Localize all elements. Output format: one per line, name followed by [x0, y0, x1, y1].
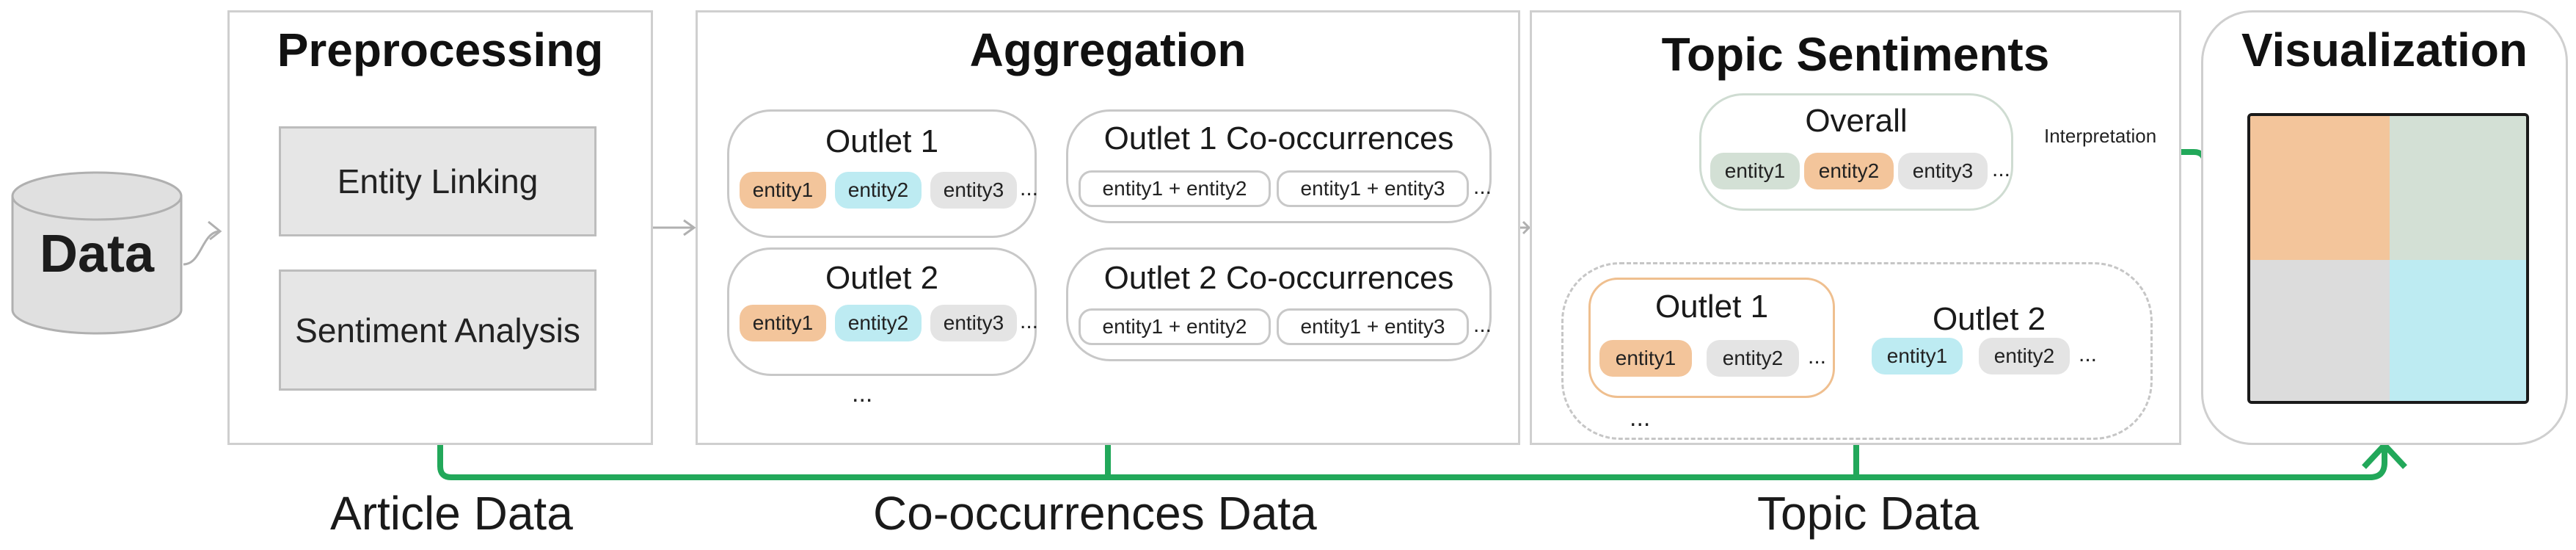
more-outlets-ellipsis: ... [852, 380, 873, 408]
cooccurrences-data-label: Co-occurrences Data [873, 487, 1317, 540]
topic-outlet1-title: Outlet 1 [1654, 289, 1769, 325]
ellipsis: ... [1473, 313, 1492, 337]
cooc1-title: Outlet 1 Co-occurrences [1103, 120, 1454, 156]
cooc2-title: Outlet 2 Co-occurrences [1103, 260, 1454, 296]
data-flow-arrowhead [2362, 441, 2407, 469]
grid-cell-cyan [2390, 260, 2526, 401]
overall-group: Overall entity1 entity2 entity3 ... [1699, 93, 2013, 211]
topic-sentiments-title: Topic Sentiments [1661, 28, 2050, 81]
ellipsis: ... [1808, 344, 1827, 369]
entity-chip: entity2 [835, 305, 922, 341]
preprocessing-title: Preprocessing [277, 23, 604, 76]
visualization-title: Visualization [2241, 23, 2528, 76]
entity-chip: entity1 [1872, 338, 1963, 374]
aggregation-outlet2-group: Outlet 2 entity1 entity2 entity3 ... [727, 247, 1039, 376]
outlet2-title: Outlet 2 [825, 260, 939, 296]
cooc2-group: Outlet 2 Co-occurrences entity1 + entity… [1066, 247, 1492, 361]
topic-sentiments-panel: Topic Sentiments Overall entity1 entity2… [1530, 10, 2181, 445]
ellipsis: ... [1473, 175, 1492, 199]
pair-chip: entity1 + entity2 [1079, 170, 1271, 207]
pair-chip: entity1 + entity2 [1079, 308, 1271, 345]
sentiment-analysis-step: Sentiment Analysis [279, 269, 596, 391]
overall-title: Overall [1805, 103, 1908, 139]
topic-outlet2-title: Outlet 2 [1932, 301, 2046, 337]
entity-chip: entity3 [1898, 153, 1988, 189]
more-outlets-ellipsis: ... [1630, 404, 1651, 432]
ellipsis: ... [1020, 309, 1039, 333]
arrowhead [208, 220, 222, 241]
outlet1-title: Outlet 1 [825, 123, 939, 159]
ellipsis: ... [1992, 157, 2011, 181]
data-to-preprocessing-connector [183, 230, 221, 266]
aggregation-outlet1-group: Outlet 1 entity1 entity2 entity3 ... [727, 109, 1039, 238]
entity-chip: entity3 [930, 305, 1017, 341]
ellipsis: ... [2079, 342, 2098, 366]
aggregation-panel: Aggregation Outlet 1 entity1 entity2 ent… [696, 10, 1520, 445]
topic-outlet1-group: Outlet 1 entity1 entity2 ... [1588, 278, 1835, 398]
entity-chip: entity1 [1599, 340, 1692, 377]
entity-chip: entity1 [740, 172, 826, 209]
preprocessing-panel: Preprocessing Entity Linking Sentiment A… [227, 10, 653, 445]
interpretation-label: Interpretation [2044, 125, 2157, 147]
entity-chip: entity3 [930, 172, 1017, 209]
entity-chip: entity1 [740, 305, 826, 341]
grid-cell-grey [2250, 260, 2390, 401]
outlets-container: Outlet 1 entity1 entity2 ... Outlet 2 en… [1561, 262, 2153, 440]
grid-cell-orange [2250, 116, 2390, 260]
visualization-grid [2247, 113, 2529, 404]
ellipsis: ... [1020, 176, 1039, 200]
cooc1-group: Outlet 1 Co-occurrences entity1 + entity… [1066, 109, 1492, 223]
pair-chip: entity1 + entity3 [1277, 170, 1469, 207]
topic-data-label: Topic Data [1757, 487, 1980, 540]
entity-chip: entity1 [1710, 153, 1800, 189]
entity-chip: entity2 [835, 172, 922, 209]
entity-chip: entity2 [1707, 340, 1799, 377]
entity-linking-step: Entity Linking [279, 126, 596, 236]
article-data-label: Article Data [330, 487, 573, 540]
pair-chip: entity1 + entity3 [1277, 308, 1469, 345]
entity-chip: entity2 [1804, 153, 1894, 189]
data-label: Data [39, 225, 155, 283]
entity-chip: entity2 [1979, 338, 2070, 374]
aggregation-title: Aggregation [969, 23, 1247, 76]
data-cylinder-icon [11, 171, 183, 335]
data-flow-line [437, 444, 2387, 480]
visualization-panel: Visualization [2201, 10, 2568, 445]
grid-cell-sage [2390, 116, 2526, 260]
